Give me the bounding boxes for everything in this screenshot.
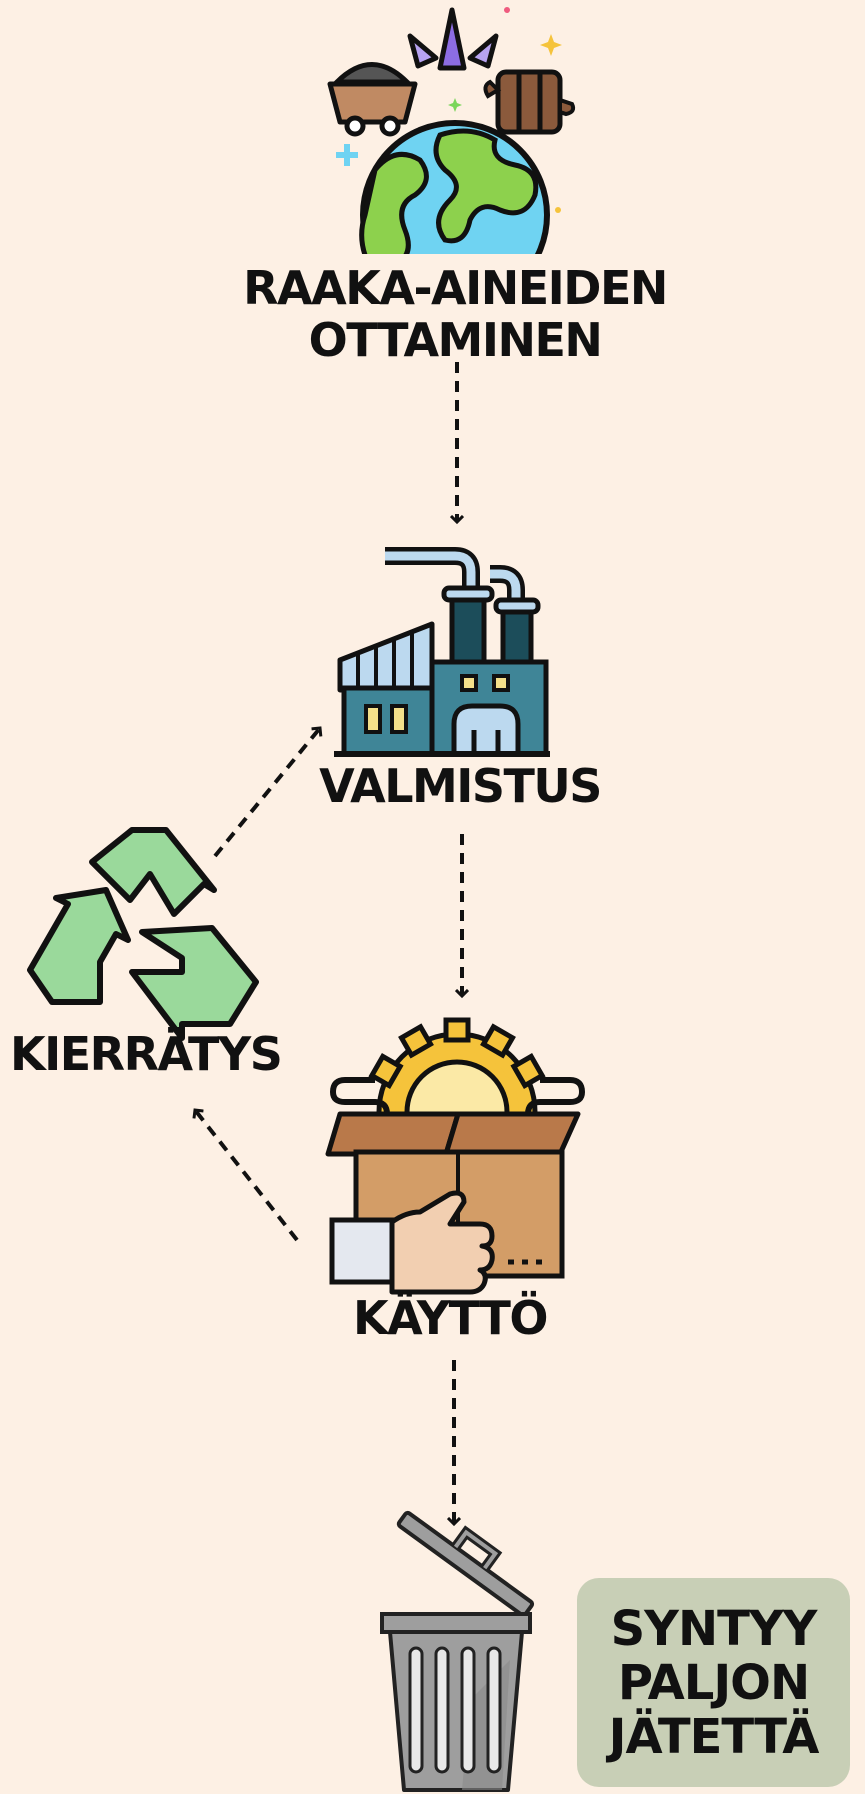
arrow-recycling-to-manufacturing	[213, 728, 320, 858]
recycle-icon	[27, 827, 259, 1041]
stage-label-use: KÄYTTÖ	[352, 1291, 549, 1345]
trash-can-icon	[380, 1510, 535, 1792]
arrows	[195, 362, 462, 1524]
product-box-icon	[325, 1017, 586, 1295]
stage-label-recycling: KIERRÄTYS	[10, 1027, 283, 1081]
arrow-use-to-recycling	[195, 1110, 299, 1242]
stage-label-manufacturing: VALMISTUS	[319, 759, 602, 813]
factory-icon	[334, 547, 550, 757]
waste-note-text: SYNTYY PALJON JÄTETTÄ	[608, 1600, 820, 1765]
stage-label-raw-materials: RAAKA-AINEIDEN OTTAMINEN	[243, 261, 668, 367]
earth-resources-icon	[327, 7, 576, 256]
waste-note-box: SYNTYY PALJON JÄTETTÄ	[577, 1578, 850, 1787]
